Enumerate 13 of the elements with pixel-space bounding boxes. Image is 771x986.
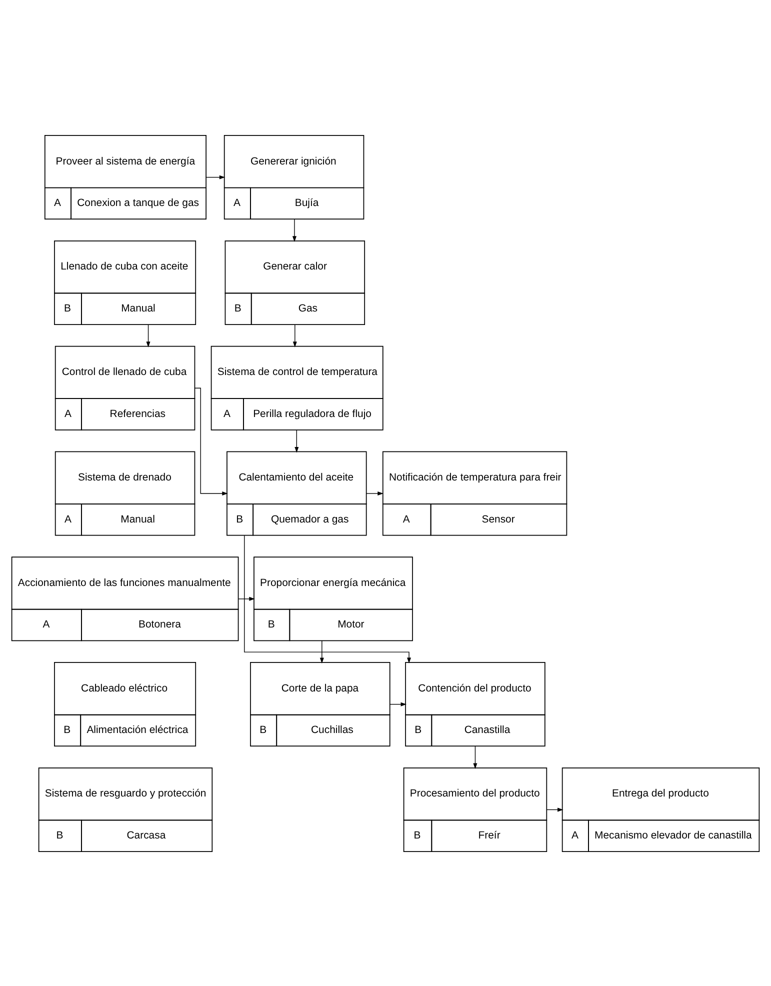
arrow bbox=[320, 640, 324, 664]
arrow bbox=[292, 324, 297, 347]
arrow bbox=[194, 387, 228, 496]
arrow bbox=[473, 745, 478, 768]
arrow bbox=[238, 596, 255, 600]
arrow bbox=[205, 174, 226, 179]
arrow bbox=[546, 807, 564, 812]
arrow bbox=[390, 702, 407, 706]
arrow bbox=[146, 324, 150, 347]
arrow bbox=[366, 490, 384, 496]
arrow bbox=[294, 429, 299, 452]
arrow bbox=[244, 534, 412, 663]
arrow bbox=[292, 218, 296, 242]
